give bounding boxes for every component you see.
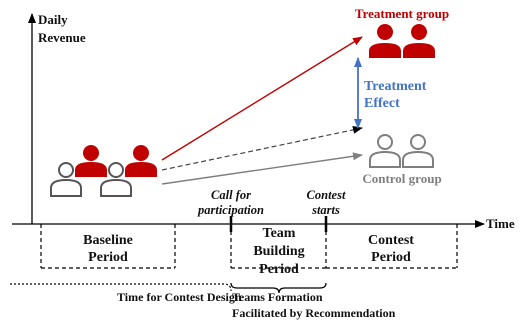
- x-axis-label: Time: [486, 216, 515, 231]
- control-person-icon-2: [402, 134, 434, 168]
- treatment-person-icon-2: [403, 24, 435, 58]
- treatment-effect-label-line1: Treatment: [364, 79, 427, 94]
- contest-label-line1: Contest: [307, 188, 346, 202]
- control-trend-line: [161, 152, 363, 185]
- team-building-label-line1: Team: [263, 226, 296, 241]
- baseline-person-icon-red-2: [125, 145, 157, 177]
- baseline-period-label-line2: Period: [88, 250, 128, 265]
- contest-design-label: Time for Contest Design: [117, 290, 242, 304]
- teams-formation-label-line1: Teams Formation: [232, 290, 323, 304]
- call-label-line1: Call for: [211, 188, 251, 202]
- control-person-icon-1: [369, 134, 401, 168]
- y-axis-label-line2: Revenue: [38, 30, 86, 45]
- contest-label-line2: starts: [311, 203, 340, 217]
- treatment-effect-label-line2: Effect: [364, 96, 400, 111]
- teams-formation-brace: [230, 282, 327, 294]
- baseline-person-icon-gray-1: [50, 162, 82, 197]
- treatment-group-label: Treatment group: [355, 6, 449, 21]
- call-label-line2: participation: [197, 203, 264, 217]
- baseline-period-box: [40, 224, 176, 269]
- treatment-person-icon-1: [369, 24, 401, 58]
- treatment-trend-line: [161, 36, 363, 161]
- team-building-period-box: [230, 224, 327, 269]
- contest-period-label-line2: Period: [371, 250, 411, 265]
- contest-period-box: [326, 224, 458, 269]
- contest-period-label-line1: Contest: [368, 233, 414, 248]
- baseline-person-icon-gray-2: [100, 162, 132, 197]
- baseline-period-label-line1: Baseline: [83, 233, 133, 248]
- baseline-person-icon-red-1: [75, 145, 107, 177]
- team-building-label-line2: Building: [253, 244, 304, 259]
- y-axis-label-line1: Daily: [38, 12, 68, 27]
- teams-formation-label-line2: Facilitated by Recommendation: [232, 306, 396, 320]
- control-group-label: Control group: [362, 171, 441, 186]
- team-building-label-line3: Period: [259, 262, 299, 277]
- counterfactual-trend-line: [161, 125, 363, 171]
